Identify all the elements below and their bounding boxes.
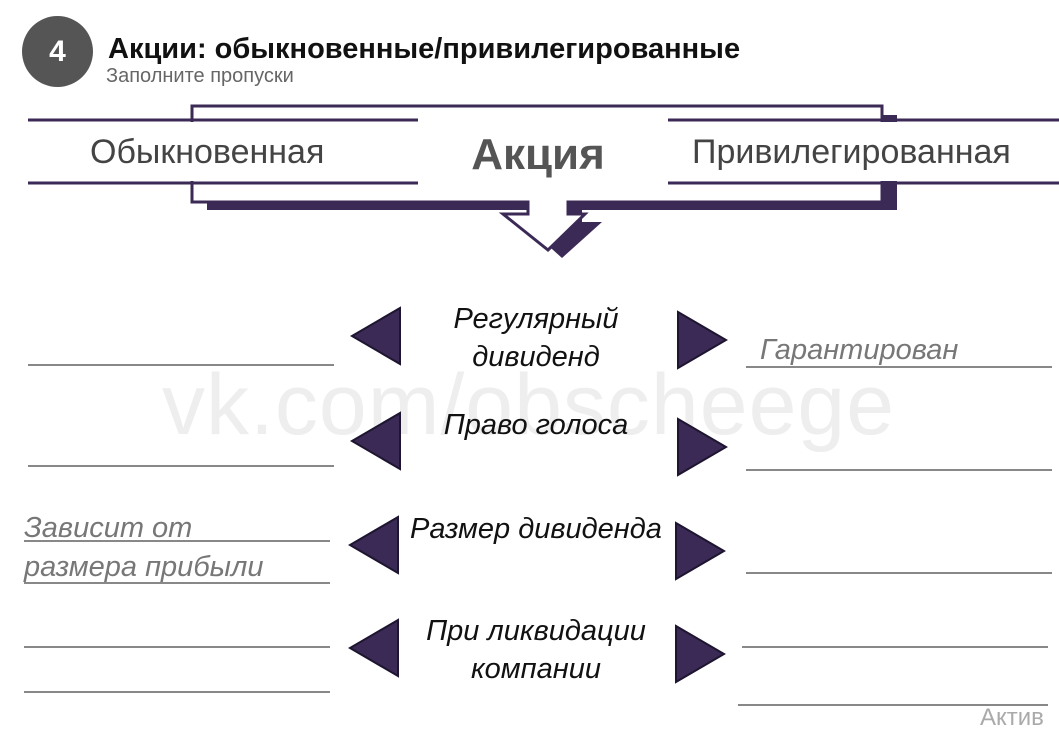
answer-line xyxy=(24,646,330,648)
right-arrow-icon xyxy=(677,310,728,370)
answer-line xyxy=(742,646,1048,648)
left-arrow-icon xyxy=(348,515,399,575)
answer-line xyxy=(28,465,334,467)
row-label-liquidation: При ликвидации компании xyxy=(426,615,646,685)
left-arrow-icon xyxy=(348,618,399,678)
corner-text: Актив xyxy=(980,704,1044,731)
banner-left-label: Обыкновенная xyxy=(90,133,325,171)
row-label-dividend-size: Размер дивиденда xyxy=(410,513,662,545)
answer-line xyxy=(746,366,1052,368)
banner-right-label: Привилегированная xyxy=(692,133,1011,171)
answer-dividend-size-common-line-1: Зависит от xyxy=(24,512,193,544)
left-arrow-icon xyxy=(350,306,401,366)
step-number-badge: 4 xyxy=(22,16,93,87)
right-arrow-icon xyxy=(677,417,728,477)
left-arrow-icon xyxy=(350,411,401,471)
page-title: Акции: обыкновенные/привилегированные xyxy=(108,33,741,65)
answer-line xyxy=(28,364,334,366)
watermark: vk.com/obscheege xyxy=(162,357,896,453)
answer-line xyxy=(746,572,1052,574)
answer-line xyxy=(738,704,1048,706)
answer-dividend-size-common-line-2: размера прибыли xyxy=(24,551,264,583)
answer-line xyxy=(24,691,330,693)
right-arrow-icon xyxy=(675,624,726,684)
answer-line xyxy=(24,540,330,542)
answer-line xyxy=(746,469,1052,471)
answer-regular-dividend-preferred: Гарантирован xyxy=(760,334,959,366)
banner-center-label: Акция xyxy=(471,130,605,179)
answer-line xyxy=(24,582,330,584)
row-label-voting-right: Право голоса xyxy=(443,409,629,441)
page-subtitle: Заполните пропуски xyxy=(106,65,294,87)
right-arrow-icon xyxy=(675,521,726,581)
row-label-regular-dividend: Регулярный дивиденд xyxy=(453,303,619,373)
